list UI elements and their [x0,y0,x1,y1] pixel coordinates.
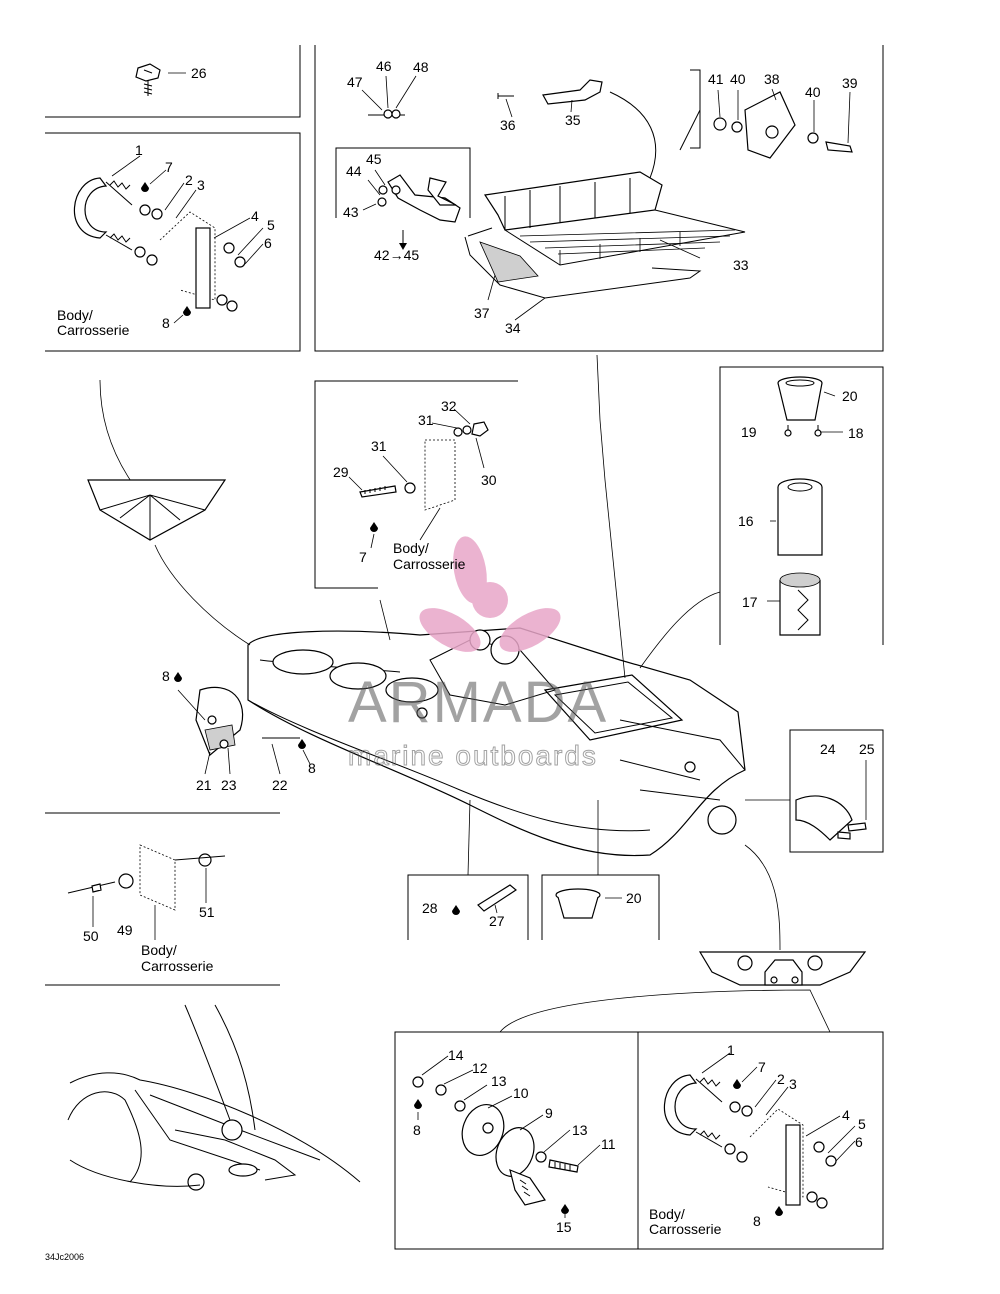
diagram-code: 34Jc2006 [45,1252,84,1262]
callout-28: 28 [422,900,438,916]
callout-13b: 13 [572,1122,588,1138]
callout-9: 9 [545,1105,553,1121]
callout-6-br: 6 [855,1134,863,1150]
callout-7-mid: 7 [359,549,367,565]
callout-49: 49 [117,922,133,938]
callout-7-br: 7 [758,1059,766,1075]
callout-42-45: 42→45 [374,247,419,263]
callout-31a: 31 [418,412,434,428]
callout-17: 17 [742,594,758,610]
part-27-28 [452,884,518,915]
callout-3: 3 [197,177,205,193]
callout-37: 37 [474,305,490,321]
callout-11: 11 [601,1136,616,1152]
grab-handle-bottom-right [663,1052,856,1216]
callout-6: 6 [264,235,272,251]
body-label-fr-br: Carrosserie [649,1221,722,1237]
watermark-brand: ARMADA [348,670,608,735]
callout-46: 46 [376,58,392,74]
bow-detail [87,479,227,541]
callout-22: 22 [272,777,288,793]
callout-3-br: 3 [789,1076,797,1092]
callout-23: 23 [221,777,237,793]
body-label-fr-left: Carrosserie [141,958,214,974]
callout-19: 19 [741,424,757,440]
callout-8: 8 [162,315,170,331]
callout-41: 41 [708,71,724,87]
callout-51: 51 [199,904,215,920]
callout-38: 38 [764,71,780,87]
callout-36: 36 [500,117,516,133]
callout-48: 48 [413,59,429,75]
callout-4-br: 4 [842,1107,850,1123]
callout-25: 25 [859,741,875,757]
callout-2-br: 2 [777,1071,785,1087]
stern-detail [67,1004,361,1191]
callout-43: 43 [343,204,359,220]
storage-rack-assembly [361,69,853,321]
callout-50: 50 [83,928,99,944]
callout-8-bow: 8 [162,668,170,684]
callout-33: 33 [733,257,749,273]
callout-47: 47 [347,74,363,90]
callout-1-br: 1 [727,1042,735,1058]
watermark: ARMADA marine outboards [348,536,608,772]
callout-2: 2 [185,172,193,188]
callout-44: 44 [346,163,362,179]
callout-10: 10 [513,1085,529,1101]
callout-14: 14 [448,1047,464,1063]
callout-20-lower: 20 [626,890,642,906]
body-label-fr: Carrosserie [57,322,130,338]
callout-12: 12 [472,1060,488,1076]
panel-frames [45,45,884,1250]
callout-15: 15 [556,1219,572,1235]
callout-5-br: 5 [858,1116,866,1132]
body-label-en-br: Body/ [649,1206,685,1222]
callout-45: 45 [366,151,382,167]
callout-40a: 40 [730,71,746,87]
body-label-fr-mid: Carrosserie [393,556,466,572]
callout-39: 39 [842,75,858,91]
callout-30: 30 [481,472,497,488]
callout-labels: 26 1 7 2 3 4 5 6 8 Body/ Carrosserie 46 … [45,58,875,1262]
grab-handle-top-left [73,155,264,324]
part-20-lower [555,888,622,919]
part-24-25 [795,760,867,841]
drain-plug-assembly [412,1055,601,1218]
callout-26: 26 [191,65,207,81]
callout-31b: 31 [371,438,387,454]
callout-13a: 13 [491,1073,507,1089]
callout-21: 21 [196,777,212,793]
callout-18: 18 [848,425,864,441]
watermark-tagline: marine outboards [348,740,598,771]
callout-16: 16 [738,513,754,529]
watermark-logo-icon [419,536,561,652]
transom-bracket [698,951,867,986]
body-label-en-left: Body/ [141,942,177,958]
callout-29: 29 [333,464,349,480]
cup-holder-assembly [767,376,843,636]
callout-35: 35 [565,112,581,128]
body-label-en: Body/ [57,307,93,323]
fastener-49-51 [67,844,226,940]
callout-27: 27 [489,913,505,929]
callout-8-plug: 8 [413,1122,421,1138]
callout-32: 32 [441,398,457,414]
callout-34: 34 [505,320,521,336]
clip-42-45 [335,147,471,250]
callout-8-br: 8 [753,1213,761,1229]
callout-5: 5 [267,217,275,233]
callout-40b: 40 [805,84,821,100]
bolt-assembly-29-32 [348,408,489,549]
screw-26 [135,63,186,96]
callout-7: 7 [165,159,173,175]
callout-1: 1 [135,142,143,158]
callout-4: 4 [251,208,259,224]
callout-8-bow-b: 8 [308,760,316,776]
callout-24: 24 [820,741,836,757]
callout-20: 20 [842,388,858,404]
body-label-en-mid: Body/ [393,540,429,556]
